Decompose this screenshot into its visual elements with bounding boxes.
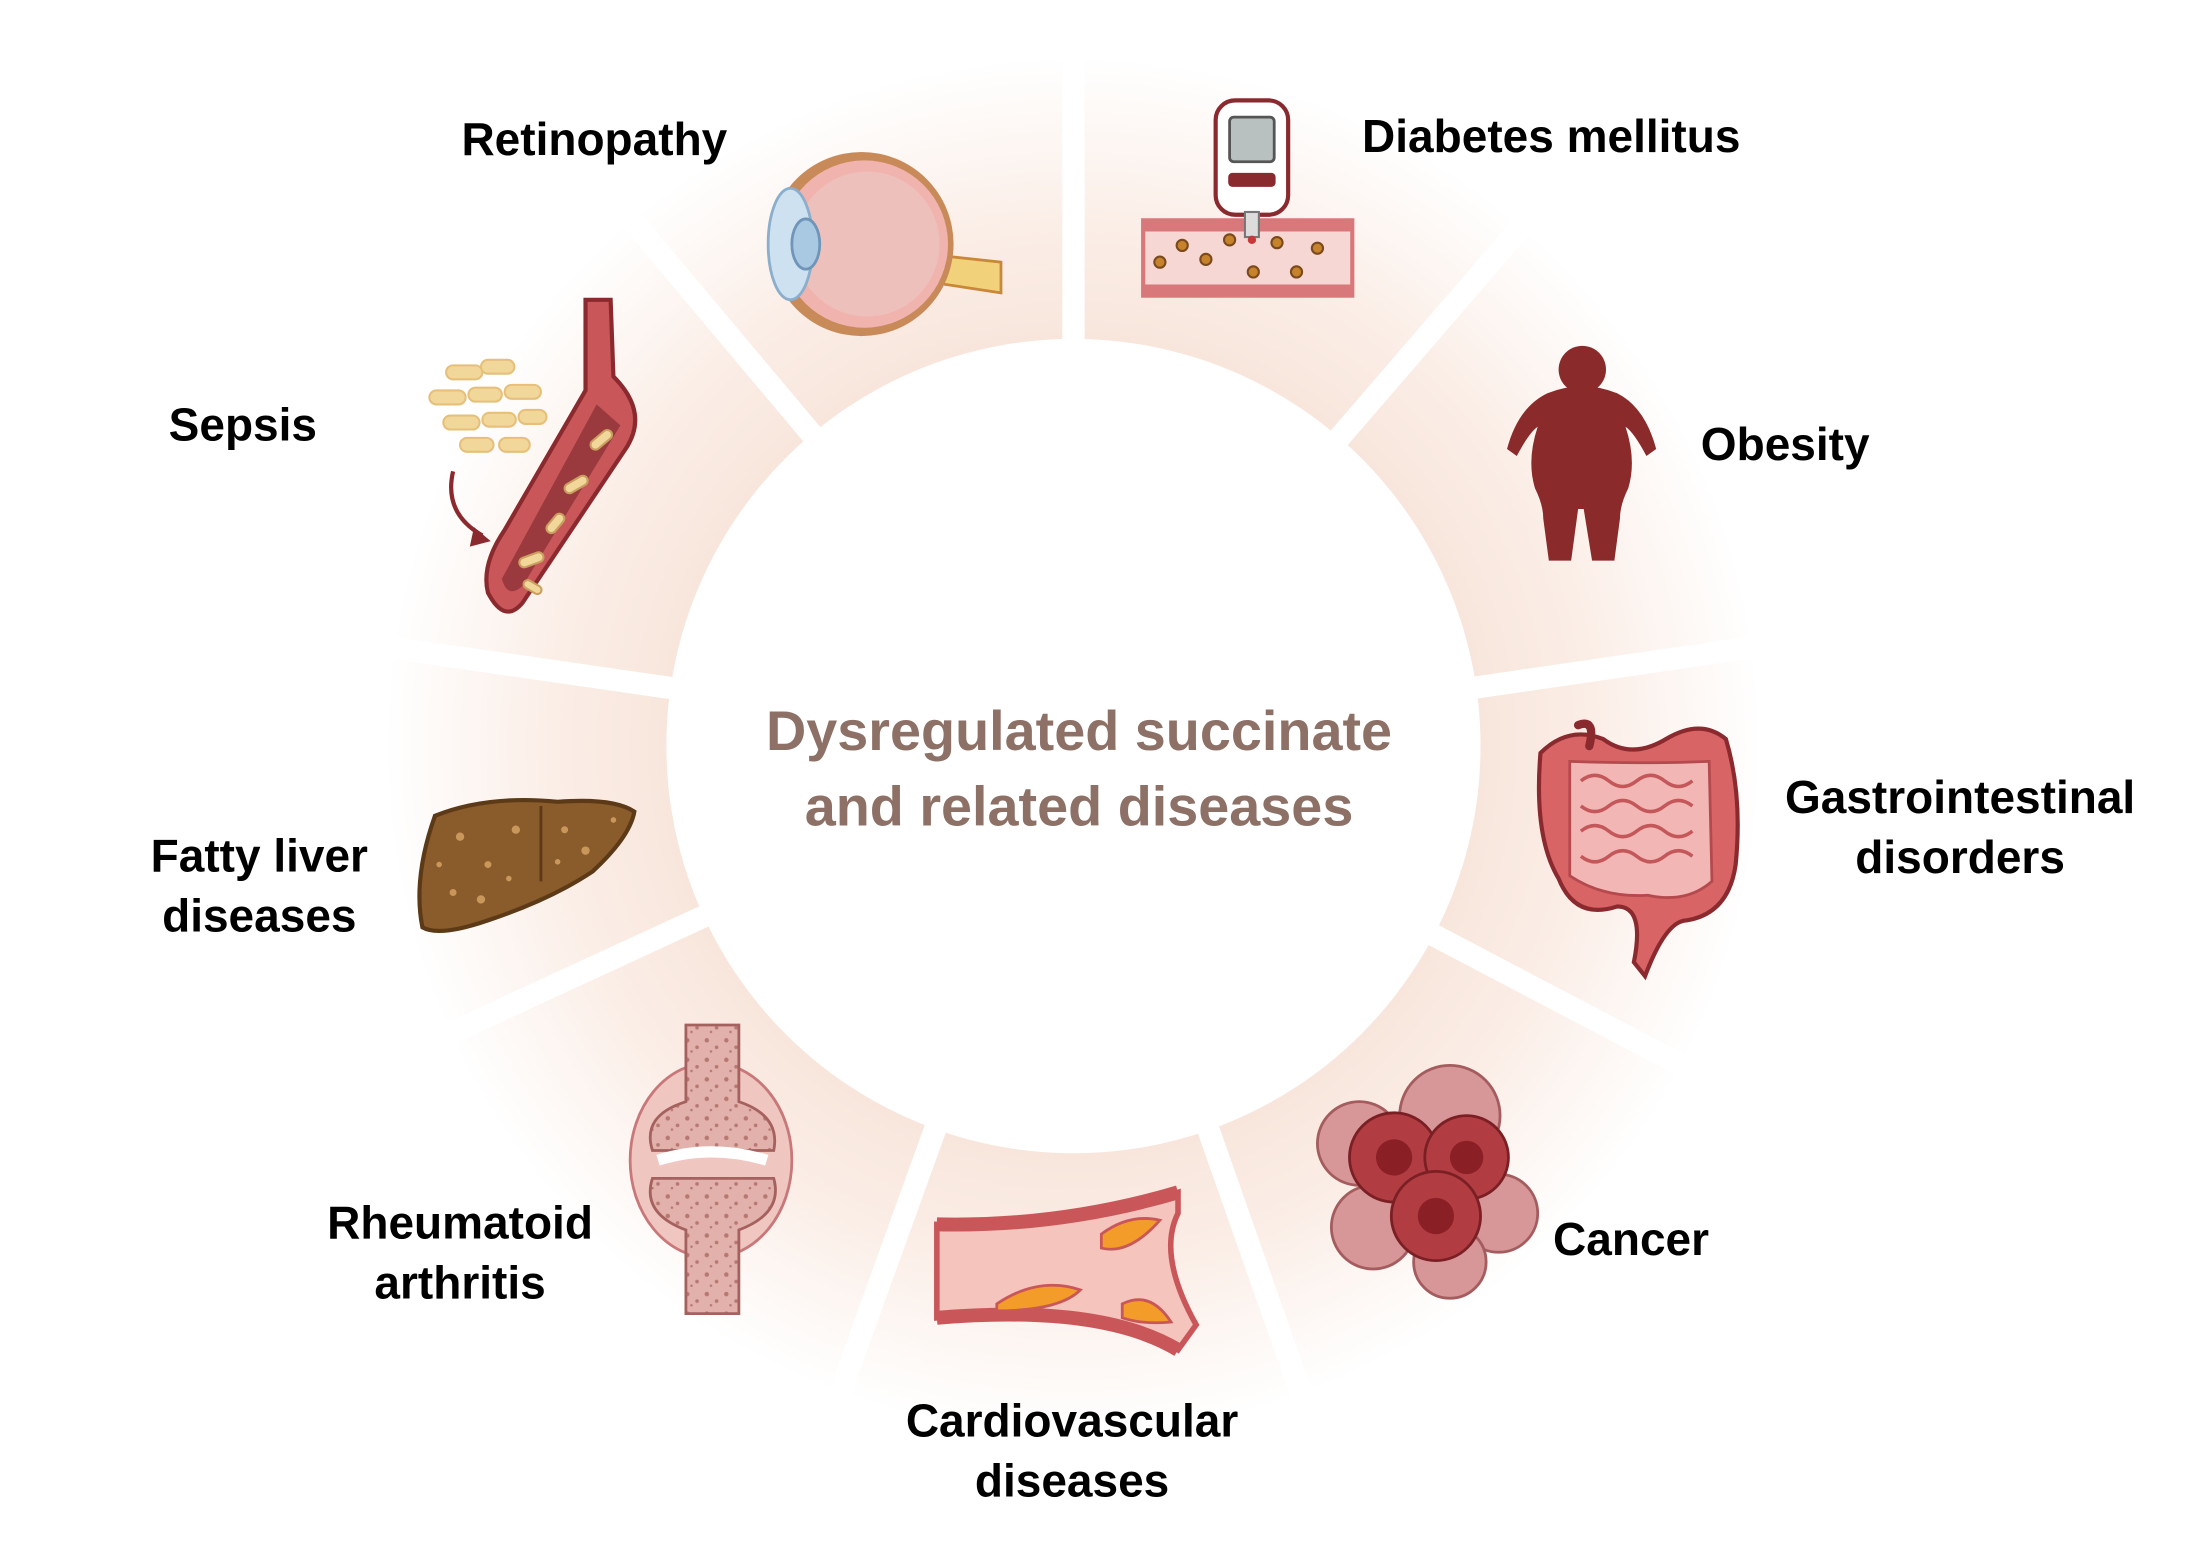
center-circle <box>666 338 1481 1154</box>
label-obesity: Obesity <box>1700 418 1870 470</box>
tumor-cells-icon <box>1316 1064 1540 1300</box>
glucose-meter-icon <box>1141 98 1355 298</box>
knee-joint-icon <box>628 1023 794 1316</box>
label-rheumatoid: Rheumatoid arthritis <box>327 1196 593 1309</box>
liver-icon <box>417 798 637 933</box>
plaque-artery-icon <box>934 1185 1200 1356</box>
label-cancer: Cancer <box>1553 1213 1710 1265</box>
eye-icon <box>766 152 1003 337</box>
intestine-icon <box>1536 719 1740 981</box>
label-diabetes: Diabetes mellitus <box>1362 110 1741 162</box>
center-title-line1: Dysregulated succinate <box>766 701 1393 763</box>
label-cardiovascular: Cardiovascular diseases <box>905 1394 1239 1507</box>
center-title-line2: and related diseases <box>804 776 1354 839</box>
obese-person-icon <box>1507 345 1657 561</box>
label-gastrointestinal: Gastrointestinal disorders <box>1784 771 2136 883</box>
bacteria-vessel-icon <box>428 297 638 614</box>
label-fatty-liver: Fatty liver diseases <box>150 829 368 942</box>
label-sepsis: Sepsis <box>168 398 318 451</box>
center-title: Dysregulated succinate and related disea… <box>661 694 1497 845</box>
label-retinopathy: Retinopathy <box>461 112 728 165</box>
